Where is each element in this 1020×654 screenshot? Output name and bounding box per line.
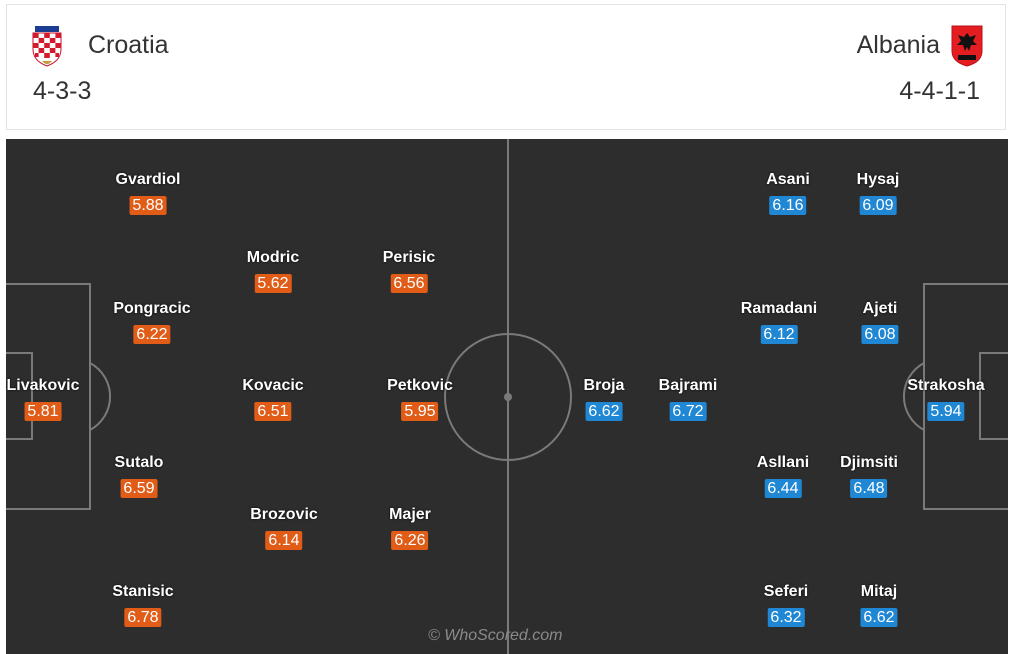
home-team-name: Croatia: [88, 31, 169, 59]
away-player[interactable]: Hysaj 6.09: [856, 171, 900, 215]
player-rating-badge: 5.62: [254, 274, 292, 293]
player-name: Majer: [389, 506, 431, 523]
home-player[interactable]: Petkovic 5.95: [387, 377, 453, 421]
watermark: © WhoScored.com: [428, 627, 563, 644]
player-name: Kovacic: [242, 377, 304, 394]
home-player[interactable]: Kovacic 6.51: [242, 377, 304, 421]
player-rating-badge: 6.56: [390, 274, 428, 293]
player-name: Asani: [766, 171, 810, 188]
player-rating-badge: 6.12: [760, 325, 798, 344]
player-name: Mitaj: [860, 583, 898, 600]
home-player[interactable]: Livakovic 5.81: [6, 377, 80, 421]
player-rating-badge: 6.32: [767, 608, 805, 627]
home-player[interactable]: Sutalo 6.59: [114, 454, 164, 498]
player-name: Djimsiti: [840, 454, 898, 471]
away-player[interactable]: Mitaj 6.62: [860, 583, 898, 627]
away-player[interactable]: Asani 6.16: [766, 171, 810, 215]
away-player[interactable]: Broja 6.62: [583, 377, 625, 421]
home-player[interactable]: Brozovic 6.14: [250, 506, 318, 550]
player-rating-badge: 6.62: [585, 402, 623, 421]
player-name: Pongracic: [113, 300, 191, 317]
home-player[interactable]: Majer 6.26: [389, 506, 431, 550]
player-name: Modric: [246, 249, 300, 266]
player-rating-badge: 6.59: [120, 479, 158, 498]
player-name: Petkovic: [387, 377, 453, 394]
player-name: Perisic: [382, 249, 436, 266]
away-player[interactable]: Asllani 6.44: [757, 454, 809, 498]
player-rating-badge: 6.22: [133, 325, 171, 344]
player-name: Livakovic: [6, 377, 80, 394]
player-rating-badge: 6.62: [860, 608, 898, 627]
home-player[interactable]: Perisic 6.56: [383, 249, 435, 293]
away-team-name: Albania: [856, 31, 940, 59]
player-rating-badge: 6.16: [769, 196, 807, 215]
player-name: Brozovic: [250, 506, 318, 523]
player-rating-badge: 6.72: [669, 402, 707, 421]
player-rating-badge: 6.26: [391, 531, 429, 550]
player-name: Strakosha: [907, 377, 985, 394]
albania-crest-icon: [951, 25, 983, 67]
player-name: Sutalo: [114, 454, 164, 471]
player-rating-badge: 5.88: [129, 196, 167, 215]
player-rating-badge: 6.09: [859, 196, 897, 215]
away-formation: 4-4-1-1: [899, 77, 980, 105]
player-name: Bajrami: [658, 377, 718, 394]
player-name: Ramadani: [740, 300, 818, 317]
home-player[interactable]: Modric 5.62: [247, 249, 299, 293]
away-player[interactable]: Ajeti 6.08: [861, 300, 899, 344]
away-player[interactable]: Seferi 6.32: [764, 583, 808, 627]
player-rating-badge: 6.14: [265, 531, 303, 550]
player-rating-badge: 6.48: [850, 479, 888, 498]
player-rating-badge: 6.08: [861, 325, 899, 344]
pitch-lines: [6, 139, 1008, 654]
player-name: Ajeti: [862, 300, 898, 317]
player-rating-badge: 6.51: [254, 402, 292, 421]
home-player[interactable]: Pongracic 6.22: [113, 300, 191, 344]
player-rating-badge: 5.81: [24, 402, 62, 421]
player-rating-badge: 6.44: [764, 479, 802, 498]
away-player[interactable]: Ramadani 6.12: [741, 300, 817, 344]
player-rating-badge: 5.95: [401, 402, 439, 421]
home-player[interactable]: Stanisic 6.78: [112, 583, 174, 627]
player-name: Seferi: [763, 583, 809, 600]
player-name: Asllani: [756, 454, 810, 471]
player-name: Broja: [583, 377, 625, 394]
home-player[interactable]: Gvardiol 5.88: [115, 171, 181, 215]
player-name: Stanisic: [112, 583, 174, 600]
away-player[interactable]: Strakosha 5.94: [907, 377, 985, 421]
away-player[interactable]: Djimsiti 6.48: [840, 454, 898, 498]
croatia-crest-icon: [32, 26, 62, 67]
home-formation: 4-3-3: [33, 77, 92, 105]
player-rating-badge: 5.94: [927, 402, 965, 421]
match-header: Croatia 4-3-3 Albania 4-4-1-1: [6, 4, 1006, 130]
away-player[interactable]: Bajrami 6.72: [658, 377, 718, 421]
player-rating-badge: 6.78: [124, 608, 162, 627]
player-name: Hysaj: [856, 171, 900, 188]
player-name: Gvardiol: [115, 171, 181, 188]
